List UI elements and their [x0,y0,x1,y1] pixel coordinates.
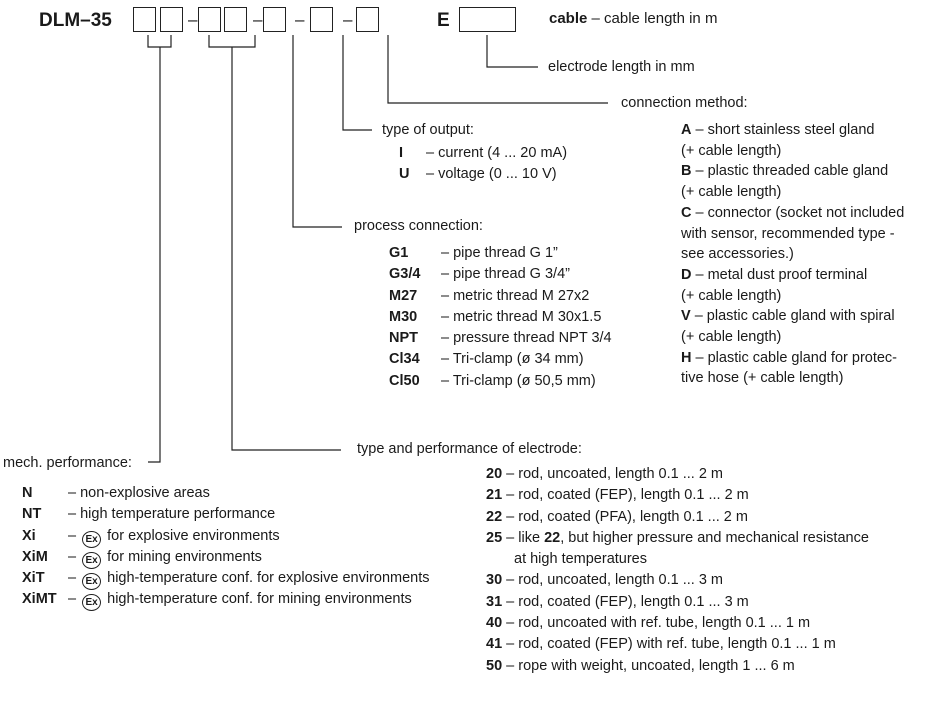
list-item: M27– metric thread M 27x2 [389,287,590,304]
list-item: Cl34– Tri-clamp (ø 34 mm) [389,351,584,368]
code-box-output [310,7,333,32]
list-item-cont: (+ cable length) [681,142,782,159]
list-item: XiMT– Ex high-temperature conf. for mini… [22,589,430,612]
list-item: D – metal dust proof terminal [681,266,868,283]
electrode-type-label: type and performance of electrode: [357,441,582,457]
cable-desc: – cable length in m [591,10,718,27]
list-item-cont: (+ cable length) [681,287,782,304]
list-item: N– non-explosive areas [22,485,210,501]
list-item-cont: with sensor, recommended type - [681,225,895,242]
cable-legend: cable – cable length in m [549,11,717,26]
list-item: I– current (4 ... 20 mA) [399,145,568,161]
list-item: 30 – rod, uncoated, length 0.1 ... 3 m [486,572,724,589]
list-item: U– voltage (0 ... 10 V) [399,166,557,183]
connection-method-label: connection method: [621,95,748,111]
list-item: 50 – rope with weight, uncoated, length … [486,657,795,674]
connection-method-line [387,35,608,104]
electrode-length-line [486,35,538,68]
list-item: 41 – rod, coated (FEP) with ref. tube, l… [486,636,836,653]
list-item: NPT– pressure thread NPT 3/4 [389,330,612,347]
list-item-cont: (+ cable length) [681,329,782,346]
list-item: G1– pipe thread G 1” [389,245,558,261]
code-box-mech-2 [160,7,183,32]
separator-dash: – [343,10,353,29]
list-item: 21 – rod, coated (FEP), length 0.1 ... 2… [486,487,749,504]
list-item: 20 – rod, uncoated, length 0.1 ... 2 m [486,466,724,482]
list-item: 22 – rod, coated (PFA), length 0.1 ... 2… [486,508,748,525]
list-item: Cl50– Tri-clamp (ø 50,5 mm) [389,372,596,389]
ex-icon: Ex [82,551,102,569]
list-item: V – plastic cable gland with spiral [681,308,895,325]
type-of-output-label: type of output: [382,122,474,138]
code-box-mech-1 [133,7,156,32]
mech-bracket [147,35,172,463]
ex-icon: Ex [82,573,102,591]
electrode-bracket [208,35,341,451]
process-connection-label: process connection: [354,218,483,234]
electrode-length-label: electrode length in mm [548,59,695,75]
code-box-process [263,7,286,32]
ex-icon: Ex [82,530,102,548]
process-connection-line [292,35,342,228]
list-item-cont: see accessories.) [681,246,794,263]
code-box-electrode-1 [198,7,221,32]
list-item: M30– metric thread M 30x1.5 [389,308,602,325]
list-item-cont: (+ cable length) [681,184,782,201]
output-line [342,35,372,131]
list-item: B – plastic threaded cable gland [681,163,889,180]
list-item: Xi– Ex for explosive environments [22,526,430,548]
electrode-length-letter: E [437,10,450,31]
connection-method-list: A – short stainless steel gland (+ cable… [681,120,904,389]
list-item: 40 – rod, uncoated with ref. tube, lengt… [486,615,811,632]
code-box-connection [356,7,379,32]
list-item: XiT– Ex high-temperature conf. for explo… [22,568,430,591]
code-box-electrode-length [459,7,516,32]
list-item: 31 – rod, coated (FEP), length 0.1 ... 3… [486,593,749,610]
cable-label: cable [549,10,588,27]
separator-dash: – [188,10,198,29]
output-type-list: I– current (4 ... 20 mA) U– voltage (0 .… [399,143,567,186]
list-item: A – short stainless steel gland [681,122,875,138]
list-item: G3/4– pipe thread G 3/4” [389,266,570,283]
electrode-list: 20 – rod, uncoated, length 0.1 ... 2 m 2… [486,464,869,677]
process-connection-list: G1– pipe thread G 1” G3/4– pipe thread G… [389,243,612,392]
mech-performance-list: N– non-explosive areas NT– high temperat… [22,483,430,612]
list-item: XiM– Ex for mining environments [22,547,430,569]
ex-icon: Ex [82,594,102,612]
separator-dash: – [295,10,305,29]
model-prefix: DLM–35 [39,10,112,31]
separator-dash: – [253,10,263,29]
list-item-cont: tive hose (+ cable length) [681,370,844,387]
code-box-electrode-2 [224,7,247,32]
list-item: H – plastic cable gland for protec- [681,349,898,366]
list-item: NT– high temperature performance [22,506,276,523]
mech-performance-label: mech. performance: [3,455,132,471]
list-item: C – connector (socket not included [681,204,905,221]
list-item-cont: at high temperatures [514,551,647,568]
list-item: 25 – like 22, but higher pressure and me… [486,529,869,546]
